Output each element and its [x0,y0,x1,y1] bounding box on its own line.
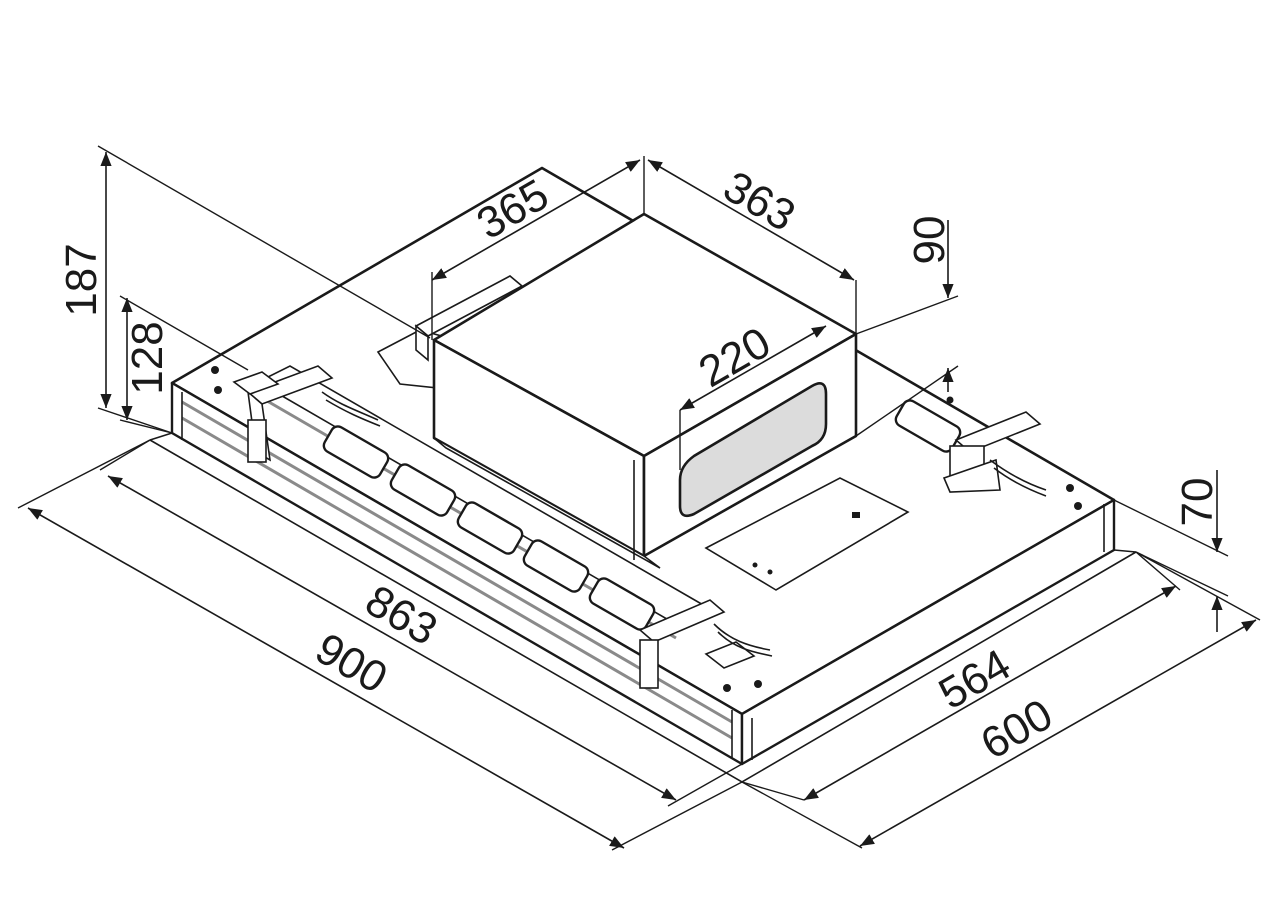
dim-label-363: 363 [715,162,803,241]
dimension-lines [17,145,1261,851]
dim-label-600: 600 [973,690,1061,769]
dim-label-900: 900 [307,624,395,703]
dim-label-128: 128 [123,321,172,394]
plate-front [704,477,910,591]
bracket-left [232,365,381,463]
bracket-right [942,411,1047,497]
dim-label-187: 187 [57,243,106,316]
dim-label-90: 90 [905,216,954,265]
dim-label-70: 70 [1173,478,1222,527]
dim-label-863: 863 [357,576,445,655]
